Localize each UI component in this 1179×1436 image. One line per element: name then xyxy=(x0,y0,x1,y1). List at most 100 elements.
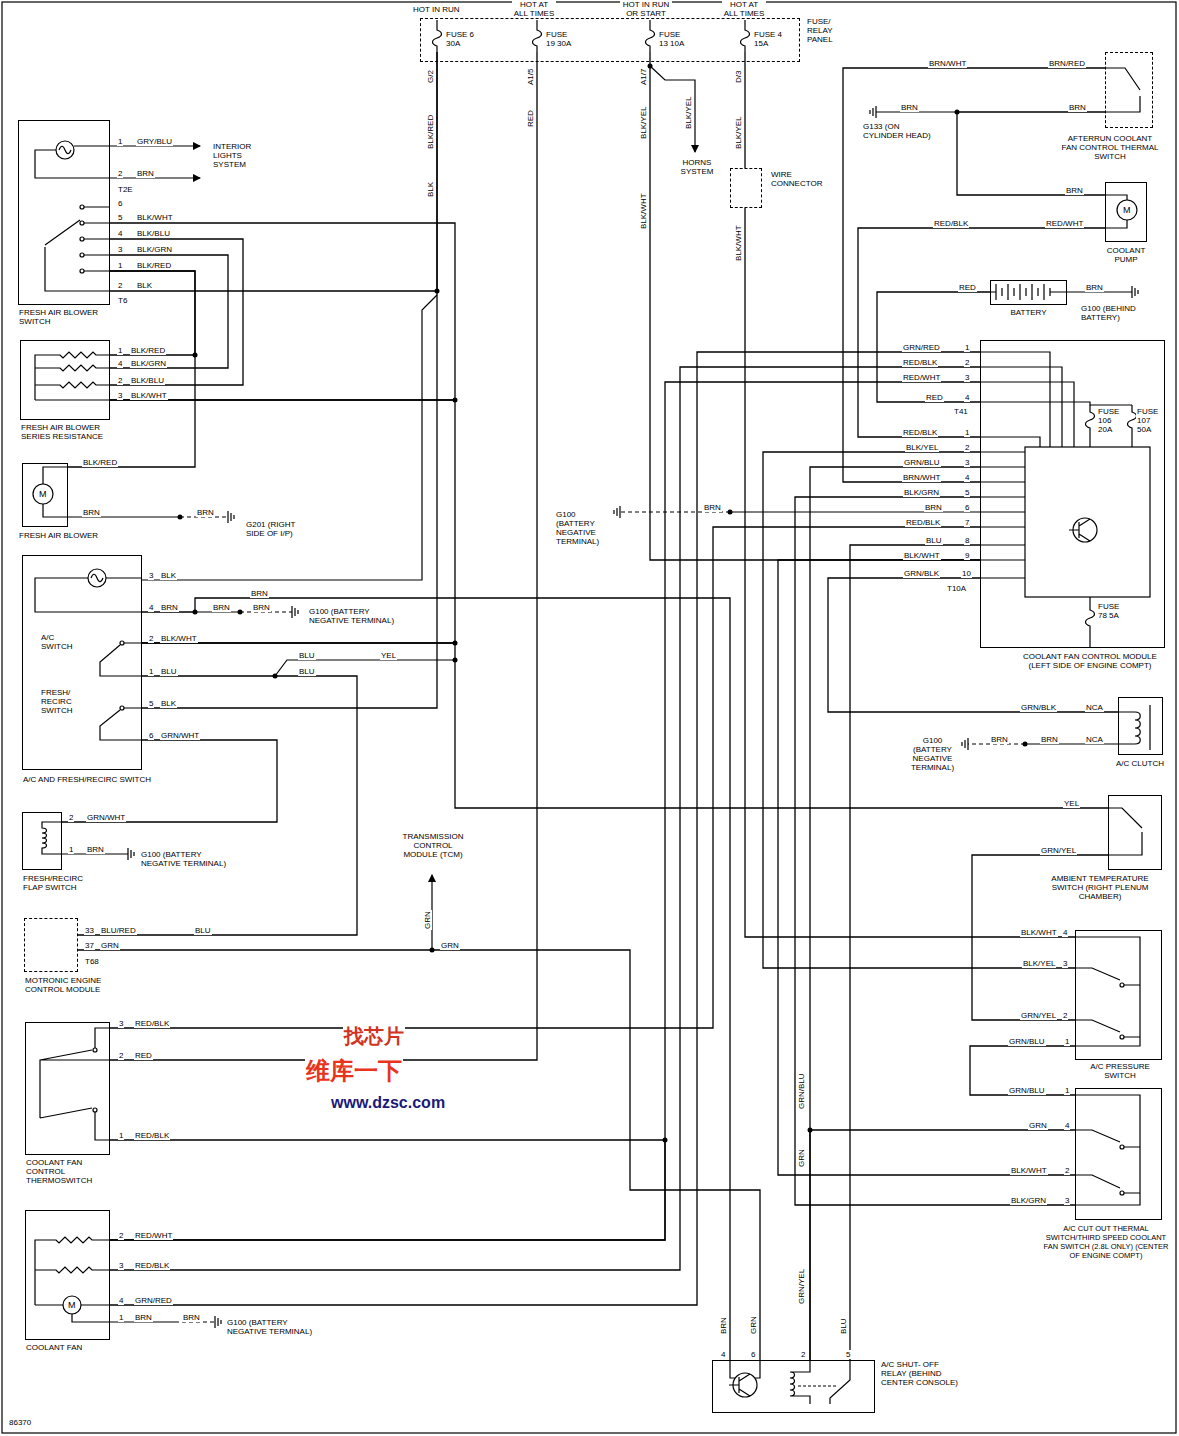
label-anchor: BLK/BLU xyxy=(130,376,165,385)
pin-number: 2 xyxy=(1062,1011,1068,1020)
caption-anchor: FUSE 106 20A xyxy=(1097,407,1127,434)
wire-label: GRN xyxy=(423,910,432,930)
wire-label: BLK/WHT xyxy=(734,224,743,262)
label-anchor: T10A xyxy=(946,584,967,593)
pin-number: 4 xyxy=(117,229,123,238)
component-name: FUSE 4 15A xyxy=(753,30,787,48)
wire-label: GRN/WHT xyxy=(86,813,126,822)
caption-anchor: COOLANT FAN CONTROL MODULE (LEFT SIDE OF… xyxy=(1015,652,1165,670)
wire-label: GRN/BLU xyxy=(903,458,941,467)
wire-label: BLU xyxy=(194,926,212,935)
label-anchor: 1 xyxy=(118,1313,124,1322)
wire-label: BLU xyxy=(160,667,178,676)
label-anchor: 2 xyxy=(118,1231,124,1240)
label-anchor: RED xyxy=(526,109,535,128)
pin-number: 4 xyxy=(1062,928,1068,937)
label-anchor: BLK/WHT xyxy=(136,213,174,222)
contact xyxy=(1120,1145,1124,1149)
component-name: FUSE 106 20A xyxy=(1097,407,1127,434)
wire-label: BLK/RED xyxy=(136,261,172,270)
wire-label: BLK/GRN xyxy=(1010,1196,1047,1205)
cutout-switch: A/C CUT OUT THERMAL SWITCH/THIRD SPEED C… xyxy=(1075,1088,1162,1220)
label-anchor: BLK/RED xyxy=(136,261,172,270)
component-name: FUSE 107 50A xyxy=(1136,407,1164,434)
label-anchor: BLK xyxy=(160,699,177,708)
wire xyxy=(795,497,1075,1205)
label-anchor: 6 xyxy=(964,503,970,512)
wire-label: BLK/BLU xyxy=(130,376,165,385)
label-anchor: NCA xyxy=(1085,735,1104,744)
label-anchor: GRN/RED xyxy=(134,1296,173,1305)
wire-label: BLK xyxy=(426,181,435,198)
arrow-wire xyxy=(110,177,200,178)
wire-label: BRN xyxy=(990,735,1009,744)
label-anchor: G201 (RIGHT SIDE OF I/P) xyxy=(245,520,297,538)
label-anchor: BLU xyxy=(925,536,943,545)
label-anchor: GRN/YEL xyxy=(1040,846,1077,855)
label-anchor: BRN xyxy=(134,1313,153,1322)
pin-number: 4 xyxy=(720,1350,726,1359)
wire-label: RED/WHT xyxy=(134,1231,173,1240)
label-anchor: 1 xyxy=(964,343,970,352)
note-label: HOT AT ALL TIMES xyxy=(722,0,766,18)
label-anchor: 找芯片 xyxy=(343,1025,405,1047)
wire xyxy=(142,598,730,1360)
wire-label: BRN xyxy=(1040,735,1059,744)
label-anchor: 1 xyxy=(68,845,74,854)
label-anchor: 3 xyxy=(118,1261,124,1270)
label-anchor: 2 xyxy=(964,443,970,452)
thermoswitch: COOLANT FAN CONTROL THERMOSWITCH xyxy=(25,1022,110,1155)
pin-number: 5 xyxy=(964,488,970,497)
label-anchor: GRN xyxy=(749,1315,758,1335)
label-anchor: 37 xyxy=(84,941,95,950)
label-anchor: G133 (ON CYLINDER HEAD) xyxy=(862,122,932,140)
component-name: FUSE 19 30A xyxy=(545,30,579,48)
label-anchor: BRN/WHT xyxy=(928,59,967,68)
label-anchor: 6 xyxy=(148,731,154,740)
component-name: COOLANT FAN CONTROL MODULE (LEFT SIDE OF… xyxy=(1015,652,1165,670)
label-anchor: 3 xyxy=(117,245,123,254)
wire xyxy=(828,578,1118,712)
pin-number: 3 xyxy=(964,373,970,382)
label-anchor: 3 xyxy=(148,571,154,580)
wire-label: BLK/BLU xyxy=(136,229,171,238)
label-anchor: RED/BLK xyxy=(902,358,938,367)
wire-label: GRN/BLU xyxy=(1008,1086,1046,1095)
note-label: FRESH/ RECIRC SWITCH xyxy=(40,688,80,715)
contact xyxy=(120,641,124,645)
label-anchor: GRN/BLK xyxy=(1020,703,1057,712)
label-anchor: 1 xyxy=(1064,1037,1070,1046)
pin-number: 1 xyxy=(1064,1037,1070,1046)
label-anchor: 4 xyxy=(964,393,970,402)
wire-label: GRN xyxy=(1028,1121,1048,1130)
label-anchor: 3 xyxy=(118,1019,124,1028)
label-anchor: HOT AT ALL TIMES xyxy=(512,0,556,18)
label-anchor: 4 xyxy=(964,473,970,482)
label-anchor: G100 (BATTERY NEGATIVE TERMINAL) xyxy=(140,850,235,868)
wire-label: YEL xyxy=(1063,799,1080,808)
transistor-symbol xyxy=(1069,519,1090,541)
label-anchor: RED/WHT xyxy=(902,373,941,382)
label-anchor: BRN xyxy=(250,589,269,598)
ambient-temp-switch: AMBIENT TEMPERATURE SWITCH (RIGHT PLENUM… xyxy=(1108,795,1162,870)
label-anchor: BLU xyxy=(160,667,178,676)
label-anchor: BRN xyxy=(1040,735,1059,744)
label-anchor: BLU xyxy=(194,926,212,935)
ac-clutch: A/C CLUTCH xyxy=(1118,697,1163,755)
wire-label: BLK xyxy=(160,699,177,708)
pin-number: 4 xyxy=(1064,1121,1070,1130)
label-anchor: GRN/YEL xyxy=(1020,1011,1057,1020)
label-anchor: G100 (BATTERY NEGATIVE TERMINAL) xyxy=(226,1318,326,1336)
label-anchor: BRN/WHT xyxy=(902,473,941,482)
module-internal-wiring xyxy=(980,352,1132,578)
wire-label: BLU xyxy=(839,1317,848,1335)
blower-switch: FRESH AIR BLOWER SWITCH xyxy=(18,120,110,305)
wire xyxy=(110,239,243,385)
wire-label: BRN xyxy=(1068,103,1087,112)
wire-label: G/2 xyxy=(426,69,435,84)
motor-symbol xyxy=(63,1296,81,1314)
pin-number: 3 xyxy=(117,391,123,400)
ground-symbol xyxy=(128,106,1138,1328)
wire-label: BLK/GRN xyxy=(136,245,173,254)
wire-label: BLK xyxy=(160,571,177,580)
